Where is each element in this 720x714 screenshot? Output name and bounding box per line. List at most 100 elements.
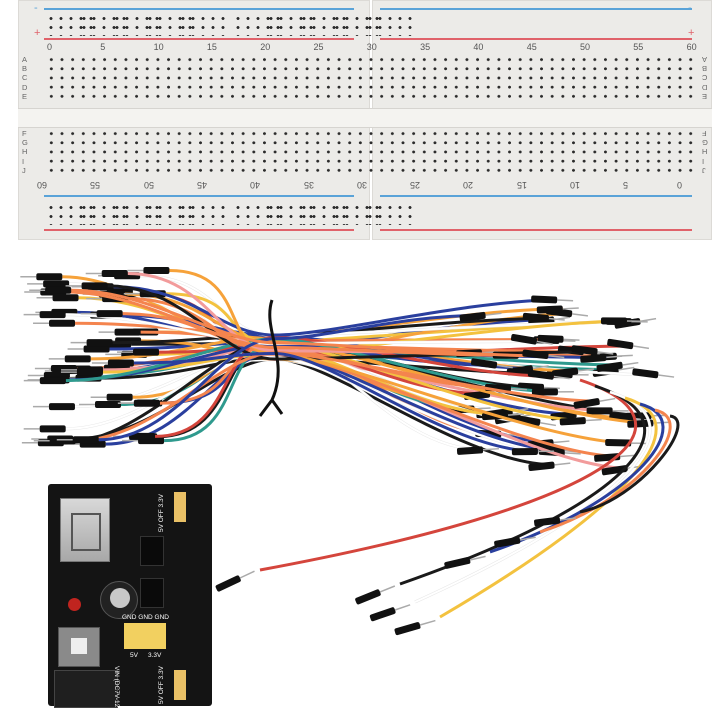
column-number: 45 (197, 180, 207, 190)
rail-line (44, 8, 354, 10)
rail-minus-sign: - (34, 2, 38, 14)
wire-pin (532, 388, 574, 395)
column-number: 55 (633, 42, 643, 52)
row-letter: D (702, 83, 707, 92)
column-number: 35 (420, 42, 430, 52)
column-number: 40 (250, 180, 260, 190)
wire-pin (355, 583, 397, 605)
gnd-label: GND (138, 614, 152, 621)
power-module: 5V OFF 3.3V 5V OFF 3.3V GND GND GND 5V 3… (48, 484, 212, 706)
wire-pin (24, 425, 66, 432)
terminal-holes-f-j (46, 129, 694, 176)
row-letter: J (22, 166, 26, 175)
wire-pin (24, 311, 66, 318)
wire-pin (27, 280, 69, 287)
rail-line (380, 8, 692, 10)
wire-pin (99, 329, 141, 336)
column-number: 55 (90, 180, 100, 190)
column-number: 30 (357, 180, 367, 190)
gnd-label: GND (122, 614, 136, 621)
column-number: 25 (410, 180, 420, 190)
column-number: 0 (47, 42, 52, 52)
row-letter: B (22, 64, 27, 73)
row-letter: A (22, 55, 27, 64)
column-number: 15 (517, 180, 527, 190)
column-number: 0 (677, 180, 682, 190)
wire-pin (86, 270, 128, 277)
column-number: 40 (473, 42, 483, 52)
row-letter: H (702, 147, 707, 156)
rail-line (44, 195, 354, 197)
breadboard-center-channel (18, 108, 712, 128)
wire-pin (444, 553, 486, 569)
column-number: 10 (154, 42, 164, 52)
5v-label: 5V (130, 652, 138, 659)
row-letter: F (22, 129, 27, 138)
column-number: 50 (580, 42, 590, 52)
wire-pin (29, 287, 71, 294)
wire-pin (92, 359, 134, 366)
column-number: 60 (37, 180, 47, 190)
row-letter: C (22, 73, 27, 82)
row-letter: G (702, 138, 708, 147)
column-number: 5 (623, 180, 628, 190)
regulator-chip (140, 578, 164, 608)
rail-plus-sign: + (34, 27, 40, 39)
column-number: 35 (304, 180, 314, 190)
row-letter: G (22, 138, 28, 147)
column-number: 45 (527, 42, 537, 52)
wire-pin (33, 320, 75, 327)
column-number: 20 (260, 42, 270, 52)
wire-pin (20, 273, 62, 280)
gnd-label: GND (155, 614, 169, 621)
wire-pin (394, 617, 436, 635)
wire-pin (607, 339, 650, 352)
wire-pin (632, 368, 675, 380)
rail-minus-sign: - (688, 2, 692, 14)
wire-pin (369, 601, 411, 621)
wire-pin (537, 305, 579, 314)
row-letter: I (22, 157, 24, 166)
column-number: 25 (314, 42, 324, 52)
rail-line (380, 229, 692, 231)
wire-pin (528, 460, 571, 472)
bottom-jumper-label: 5V OFF 3.3V (158, 666, 165, 704)
row-letter: E (702, 92, 707, 101)
output-header (124, 623, 166, 649)
wire-pin (531, 295, 573, 304)
rail-holes (365, 203, 415, 225)
rail-holes (178, 203, 228, 225)
rail-holes (365, 14, 415, 36)
column-number: 60 (687, 42, 697, 52)
gnd-labels: GND GND GND (122, 614, 169, 621)
column-number: 50 (144, 180, 154, 190)
rail-line (380, 38, 692, 40)
top-jumper[interactable] (174, 492, 186, 522)
wire-pin (49, 355, 91, 362)
row-letter: E (22, 92, 27, 101)
wire-pin (33, 403, 75, 410)
wire-pin (71, 339, 113, 346)
bottom-jumper[interactable] (174, 670, 186, 700)
power-led (68, 598, 81, 611)
dc-jack (54, 670, 118, 708)
row-letter: A (702, 55, 707, 64)
wire-pin (573, 395, 616, 409)
rail-holes (178, 14, 228, 36)
top-jumper-label: 5V OFF 3.3V (158, 494, 165, 532)
regulator-chip (140, 536, 164, 566)
rail-line (44, 38, 354, 40)
wire-pin (68, 345, 110, 352)
column-number: 15 (207, 42, 217, 52)
row-letter: J (702, 166, 706, 175)
terminal-holes-a-e (46, 55, 694, 102)
power-switch[interactable] (58, 627, 100, 667)
row-letter: F (702, 129, 707, 138)
rail-line (380, 195, 692, 197)
row-letter: D (22, 83, 27, 92)
rail-line (44, 229, 354, 231)
wire-pin (91, 394, 133, 401)
3v3-label: 3.3V (148, 652, 161, 659)
rail-plus-sign: + (688, 27, 694, 39)
row-letter: H (22, 147, 27, 156)
